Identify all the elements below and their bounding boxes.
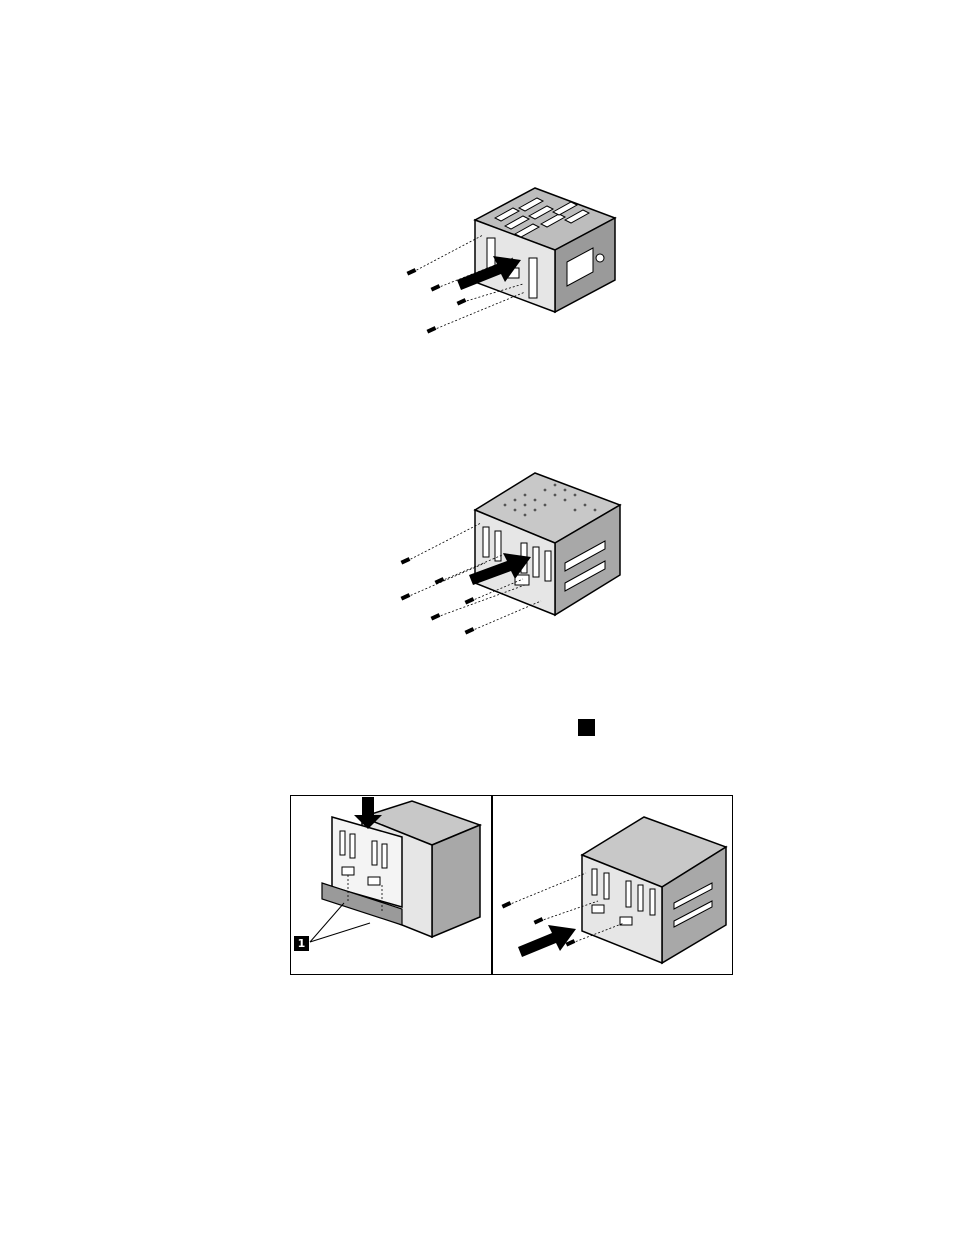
- figure-1-illustration: [395, 180, 635, 340]
- inline-callout-marker: [578, 719, 595, 736]
- figure-3-right-illustration: [494, 797, 732, 973]
- figure-3-left-illustration: [292, 797, 490, 973]
- figure-3-divider: [491, 795, 493, 975]
- drive-cage-small-svg: [395, 180, 635, 340]
- backplane-install-svg: [292, 797, 490, 973]
- drive-cage-large-svg: [395, 465, 635, 645]
- figure-2-illustration: [395, 465, 635, 645]
- backplane-secure-svg: [494, 797, 732, 973]
- callout-number-badge: 1: [294, 936, 309, 951]
